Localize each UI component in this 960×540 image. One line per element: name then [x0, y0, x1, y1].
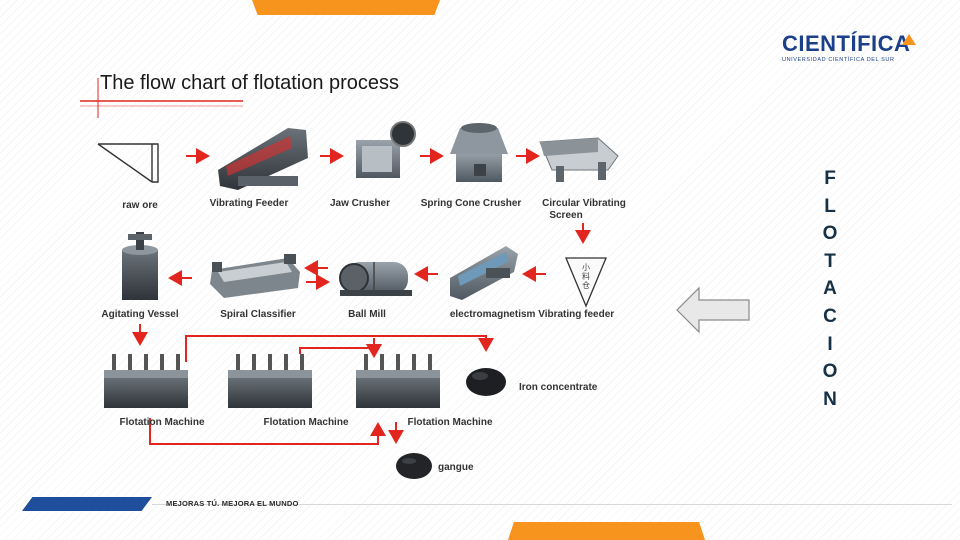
logo-subtitle: UNIVERSIDAD CIENTÍFICA DEL SUR [782, 57, 895, 63]
bottom-accent-bar [508, 522, 705, 540]
diagram-title: The flow chart of flotation process [100, 72, 400, 94]
logo-triangle-icon [902, 34, 916, 45]
top-accent-bar [252, 0, 440, 15]
footer-slogan: MEJORAS TÚ. MEJORA EL MUNDO [166, 499, 299, 508]
label-spiral-classifier: Spiral Classifier [220, 309, 296, 320]
flow-chart-graphics [80, 78, 619, 479]
vertical-letter: C [823, 305, 837, 327]
bin-tag-char: 小 [582, 263, 590, 272]
label-flotation-machine: Flotation Machine [407, 417, 493, 428]
label-raw-ore: raw ore [122, 200, 158, 211]
footer-accent-bar [22, 497, 152, 511]
label-ball-mill: Ball Mill [348, 309, 386, 320]
vibrating-screen-icon [539, 137, 619, 182]
label-jaw-crusher: Jaw Crusher [329, 198, 391, 209]
vertical-letter: I [827, 333, 833, 355]
vertical-letter: F [824, 168, 836, 189]
footer-divider [152, 504, 952, 505]
raw-ore-hopper-icon [97, 143, 159, 183]
gangue-pile-icon [396, 453, 432, 479]
label-flotation-machine: Flotation Machine [119, 417, 205, 428]
bin-tag-char: 仓 [582, 281, 590, 290]
bin-tag-char: 料 [582, 272, 590, 281]
bin-tag: 小 料 仓 [579, 263, 593, 290]
electromagnetic-feeder-icon [450, 246, 518, 300]
logo-name: CIENTÍFICA [782, 31, 911, 56]
agitating-vessel-icon [122, 232, 158, 300]
flotation-machine-icon [228, 354, 312, 408]
label-gangue: gangue [438, 462, 474, 473]
left-arrow-icon [676, 286, 750, 334]
jaw-crusher-icon [356, 121, 416, 178]
vertical-letter: L [824, 195, 836, 217]
vertical-letter: O [822, 361, 838, 383]
label-electromagnetic-feeder: electromagnetism Vibrating feeder [449, 309, 615, 320]
storage-bin-icon [565, 257, 607, 308]
vertical-title: F L O T A C I O N [818, 165, 842, 413]
ball-mill-icon [339, 262, 412, 296]
title-underline [80, 78, 243, 118]
flotation-machine-icon [104, 354, 188, 408]
flotation-machine-icon [356, 354, 440, 408]
vertical-letter: A [823, 278, 837, 300]
flow-arrows-row1 [186, 148, 591, 244]
spiral-classifier-icon [210, 254, 300, 298]
iron-concentrate-pile-icon [466, 368, 506, 396]
flotation-flow-chart: The flow chart of flotation process raw … [78, 58, 668, 494]
label-cone-crusher: Spring Cone Crusher [420, 198, 522, 209]
label-agitating-vessel: Agitating Vessel [101, 309, 179, 320]
cone-crusher-icon [450, 123, 508, 182]
label-flotation-machine: Flotation Machine [263, 417, 349, 428]
vertical-letter: N [823, 388, 837, 410]
label-screen: Screen [549, 210, 583, 221]
vibrating-feeder-icon [218, 128, 308, 190]
vertical-letter: O [822, 223, 838, 245]
vertical-letter: T [824, 250, 836, 272]
university-logo: CIENTÍFICA UNIVERSIDAD CIENTÍFICA DEL SU… [782, 32, 922, 63]
flotation-circuit-lines [149, 335, 494, 445]
label-circular-vibrating: Circular Vibrating [542, 198, 626, 209]
label-vibrating-feeder: Vibrating Feeder [209, 198, 289, 209]
flow-arrows-row2 [132, 260, 546, 346]
label-iron-concentrate: Iron concentrate [519, 382, 598, 393]
